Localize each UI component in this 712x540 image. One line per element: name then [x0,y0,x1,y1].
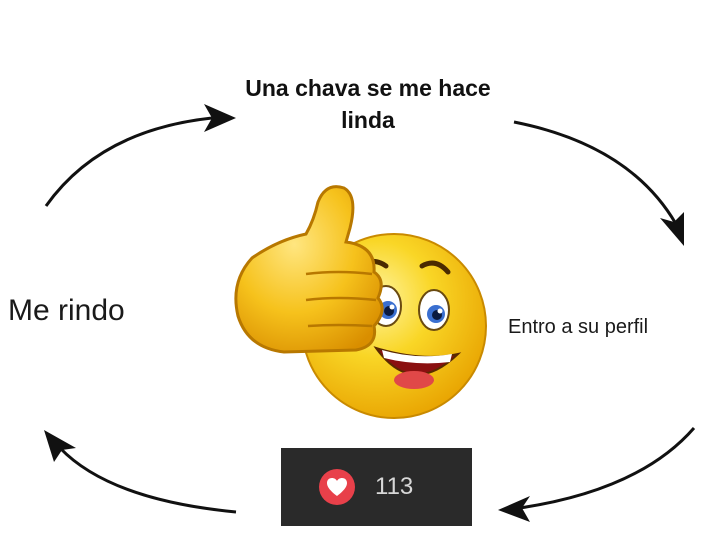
thumbs-up-smiley-icon [234,185,487,419]
like-counter: 113 [281,448,472,526]
step-right-label: Entro a su perfil [508,316,649,338]
step-top-label: Una chava se me hace linda [245,75,491,133]
arrow-right-to-bottom [498,427,696,522]
arrow-bottom-to-left [44,430,237,514]
arrow-top-to-right [513,120,684,246]
heart-icon [319,469,355,505]
like-count: 113 [375,473,414,500]
arrow-left-to-top [44,104,236,207]
step-left-label: Me rindo [8,294,125,327]
